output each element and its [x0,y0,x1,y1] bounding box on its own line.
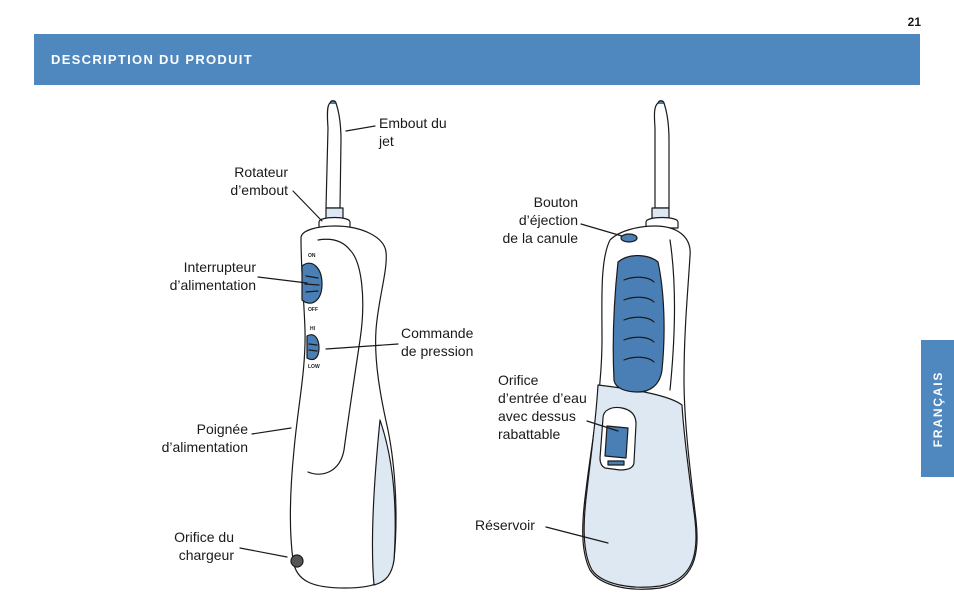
label-tip-rotator: Rotateur d’embout [230,164,288,198]
label-eject-button: Bouton d’éjection de la canule [502,194,578,246]
hi-mark: HI [310,326,316,332]
on-mark: ON [308,253,316,259]
low-mark: LOW [308,364,320,370]
page-number: 21 [907,15,921,29]
label-reservoir: Réservoir [475,517,535,533]
label-charger-port: Orifice du chargeur [174,529,234,563]
label-power-handle: Poignée d’alimentation [161,421,248,455]
section-title: DESCRIPTION DU PRODUIT [51,52,253,67]
off-mark: OFF [308,307,318,313]
section-header: DESCRIPTION DU PRODUIT [34,34,920,85]
left-device-outline [239,100,698,590]
label-pressure-control: Commande de pression [401,325,474,359]
label-tip: Embout du jet [379,115,447,149]
label-power-switch: Interrupteur d’alimentation [169,259,256,293]
label-fill-port: Orifice d’entrée d’eau avec dessus rabat… [498,372,587,442]
language-tab: FRANÇAIS [921,340,954,477]
